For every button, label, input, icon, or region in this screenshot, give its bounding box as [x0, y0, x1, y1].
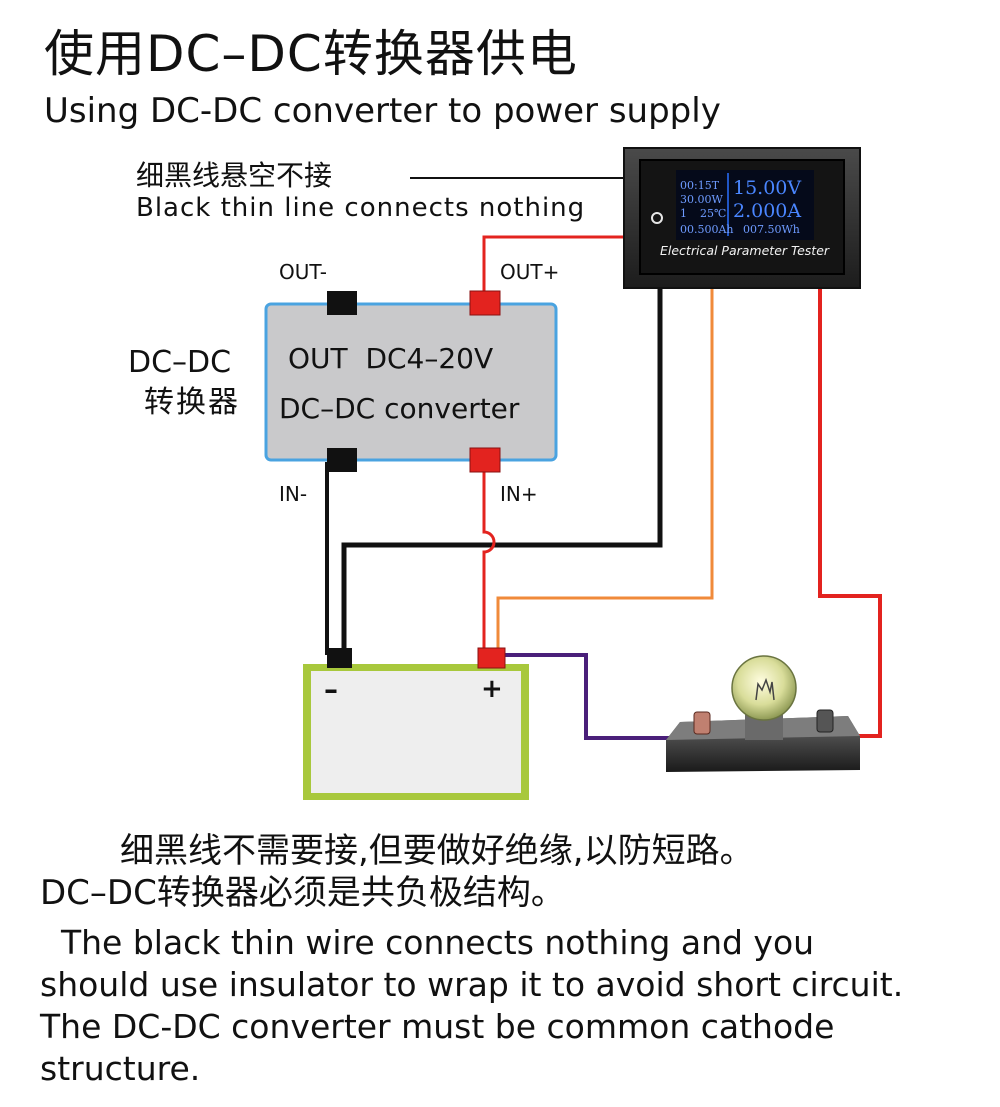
label-in-negative: IN- — [279, 482, 308, 506]
converter-side-label-2: 转换器 — [144, 385, 240, 420]
label-out-positive: OUT+ — [500, 260, 560, 284]
title-english: Using DC-DC converter to power supply — [44, 91, 721, 131]
wire-battery-to-lamp — [505, 653, 700, 740]
battery-negative-sign: – — [324, 673, 338, 706]
battery-negative-terminal — [327, 648, 352, 668]
note-chinese-2: DC–DC转换器必须是共负极结构。 — [40, 873, 565, 913]
converter-name: DC–DC converter — [279, 392, 520, 425]
title-chinese: 使用DC–DC转换器供电 — [44, 25, 578, 83]
wire-meter-orange-to-battery — [496, 288, 714, 655]
meter-device: 00:15T 30.00W 1 25℃ 15.00V 2.000A 00.500… — [623, 147, 861, 289]
meter-time: 00:15T — [680, 179, 720, 192]
wire-out-positive-to-meter — [482, 235, 624, 300]
terminal-out-positive — [469, 290, 501, 316]
label-out-negative: OUT- — [279, 260, 327, 284]
note-english: The black thin wire connects nothing and… — [40, 923, 904, 1088]
dc-dc-converter: OUT DC4–20V DC–DC converter — [264, 290, 558, 473]
note-chinese-1: 细黑线不需要接,但要做好绝缘,以防短路。 — [120, 831, 754, 871]
label-in-positive: IN+ — [500, 482, 538, 506]
lamp-terminal-left — [693, 711, 711, 735]
lamp-terminal-right — [816, 709, 834, 733]
battery: – + — [303, 647, 529, 800]
meter-current: 2.000A — [733, 200, 801, 222]
battery-positive-terminal — [477, 647, 506, 669]
battery-positive-sign: + — [481, 674, 503, 704]
wire-meter-black-to-battery — [341, 288, 663, 655]
meter-button-icon[interactable] — [651, 212, 663, 224]
callout-label-english: Black thin line connects nothing — [136, 193, 586, 223]
meter-temperature: 25℃ — [700, 207, 726, 220]
wire-in-positive-to-battery — [482, 462, 496, 655]
meter-energy: 007.50Wh — [743, 223, 800, 236]
lamp-icon — [666, 655, 860, 772]
converter-side-label-1: DC–DC — [128, 345, 232, 380]
terminal-in-positive — [469, 447, 501, 473]
meter-power: 30.00W — [680, 193, 723, 206]
terminal-out-negative — [327, 291, 357, 315]
meter-label: Electrical Parameter Tester — [660, 243, 830, 258]
wire-meter-red-to-lamp — [818, 288, 882, 738]
meter-capacity: 00.500Ah — [680, 223, 734, 236]
converter-output-range: OUT DC4–20V — [288, 342, 493, 375]
callout-label-chinese: 细黑线悬空不接 — [136, 159, 333, 192]
terminal-in-negative — [327, 448, 357, 472]
meter-voltage: 15.00V — [733, 177, 801, 199]
meter-index: 1 — [680, 207, 687, 220]
